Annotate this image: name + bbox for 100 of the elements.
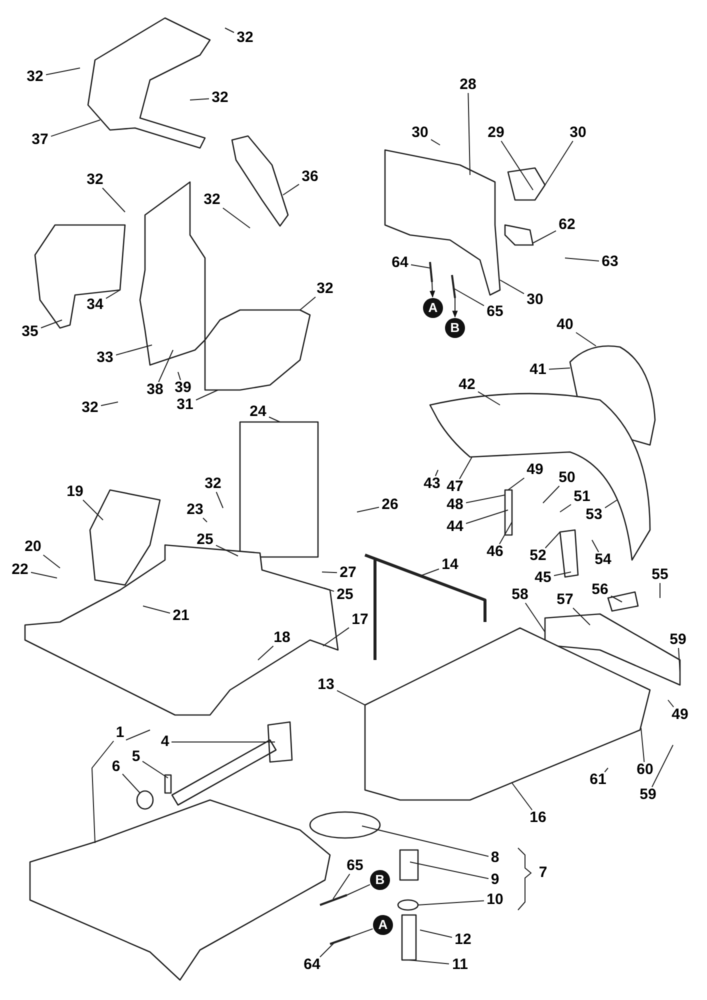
- callout-number: 11: [452, 957, 468, 973]
- leader-line: [178, 372, 181, 380]
- callout-number: 4: [160, 734, 170, 750]
- callout-number: 32: [212, 90, 228, 106]
- leader-line: [322, 627, 350, 646]
- callout-number: 20: [24, 539, 42, 555]
- callout-number: 49: [526, 462, 544, 478]
- callout-number: 40: [556, 317, 574, 333]
- leader-line: [592, 540, 600, 552]
- arrow: [430, 282, 436, 298]
- leader-line: [542, 486, 560, 504]
- callout-number: 17: [352, 612, 368, 628]
- callout-number: 57: [556, 592, 574, 608]
- cover-panel: [204, 309, 311, 391]
- hose: [330, 936, 350, 945]
- callout-number: 58: [512, 587, 528, 603]
- leader-line: [142, 760, 168, 778]
- callout-number: 36: [302, 169, 318, 185]
- callout-number: 6: [112, 759, 120, 775]
- leader-line: [332, 874, 350, 900]
- leader-line: [418, 900, 484, 906]
- reference-marker: A: [423, 298, 443, 318]
- pin: [401, 914, 417, 961]
- housing: [239, 421, 319, 558]
- leader-line: [468, 92, 470, 176]
- callout-number: 26: [382, 497, 398, 513]
- leader-line: [532, 230, 556, 244]
- leader-line: [652, 744, 674, 788]
- callout-number: 32: [204, 192, 220, 208]
- callout-number: 48: [446, 497, 464, 513]
- callout-number: 60: [636, 762, 654, 778]
- callout-number: 13: [318, 677, 334, 693]
- callout-number: 46: [486, 544, 504, 560]
- hose: [451, 274, 456, 298]
- callout-number: 34: [86, 297, 104, 313]
- reference-marker: B: [370, 870, 390, 890]
- leader-line: [222, 208, 250, 228]
- callout-number: 10: [486, 892, 504, 908]
- reference-marker: B: [445, 318, 465, 338]
- leader-line: [30, 572, 58, 578]
- leader-line: [668, 700, 674, 708]
- leader-line: [604, 500, 618, 508]
- callout-number: 42: [458, 377, 476, 393]
- leader-line: [434, 470, 438, 476]
- hose: [429, 262, 433, 282]
- callout-number: 51: [574, 489, 590, 505]
- leader-line: [544, 532, 560, 548]
- callout-number: 37: [32, 132, 48, 148]
- callout-number: 32: [204, 476, 222, 492]
- leader-line: [640, 728, 645, 762]
- leader-line: [512, 782, 533, 810]
- leader-line: [500, 140, 534, 190]
- leader-line: [408, 960, 450, 964]
- pin: [164, 774, 172, 794]
- connector-line: [350, 928, 374, 938]
- callout-number: 25: [336, 587, 354, 603]
- callout-number: 39: [174, 380, 192, 396]
- callout-number: 12: [454, 932, 472, 948]
- leader-line: [320, 942, 336, 958]
- leader-line: [216, 492, 224, 508]
- leader-line: [452, 288, 484, 306]
- leader-line: [544, 140, 574, 186]
- spacer: [397, 899, 419, 911]
- leader-line: [356, 506, 380, 512]
- callout-number: 65: [346, 858, 364, 874]
- bracket: [231, 135, 289, 227]
- axle: [171, 721, 293, 806]
- bracket: [87, 17, 211, 149]
- callout-number: 30: [412, 125, 428, 141]
- leader-line: [560, 504, 572, 512]
- leader-line: [499, 522, 512, 544]
- callout-number: 30: [570, 125, 586, 141]
- callout-number: 32: [86, 172, 104, 188]
- callout-number: 38: [146, 382, 164, 398]
- bushing: [399, 849, 419, 881]
- callout-number: 59: [670, 632, 686, 648]
- leader-line: [42, 554, 60, 568]
- callout-number: 29: [488, 125, 504, 141]
- leader-line: [410, 264, 430, 268]
- callout-number: 32: [26, 69, 44, 85]
- leader-line: [50, 120, 100, 137]
- leader-line: [604, 768, 608, 772]
- leader-line: [610, 596, 622, 602]
- arrow: [452, 298, 458, 318]
- mounting-plate: [139, 181, 206, 366]
- leader-line: [576, 332, 596, 346]
- leader-line: [282, 184, 300, 196]
- leader-line: [122, 774, 140, 794]
- callout-number: 50: [558, 470, 576, 486]
- leader-line: [410, 862, 489, 880]
- leader-line: [508, 478, 525, 490]
- callout-number: 54: [594, 552, 612, 568]
- callout-number: 7: [538, 865, 548, 881]
- callout-number: 25: [196, 532, 214, 548]
- leader-line: [106, 290, 120, 299]
- pin: [504, 489, 513, 536]
- callout-number: 56: [592, 582, 608, 598]
- callout-number: 32: [82, 400, 98, 416]
- callout-number: 43: [424, 476, 440, 492]
- callout-number: 5: [132, 749, 140, 765]
